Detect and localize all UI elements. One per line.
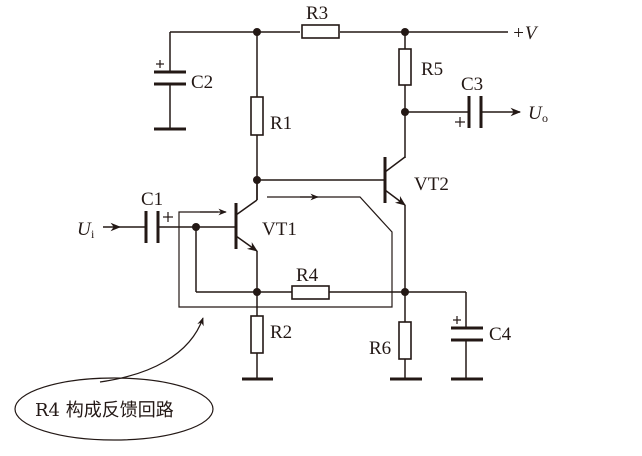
resistor-r3	[301, 24, 340, 39]
label-vt1: VT1	[262, 219, 297, 240]
resistor-r2	[242, 308, 273, 381]
label-c1: C1	[141, 189, 163, 210]
label-c4: C4	[489, 324, 512, 345]
transistor-vt2	[383, 156, 406, 292]
label-vt2: VT2	[414, 174, 449, 195]
label-r5: R5	[421, 59, 443, 80]
output-subscript: o	[542, 111, 548, 125]
capacitor-c4	[451, 292, 483, 381]
label-r4: R4	[296, 265, 319, 286]
feedback-loop-path	[178, 193, 393, 308]
label-r1: R1	[270, 113, 292, 134]
label-r2: R2	[270, 322, 292, 343]
junction	[253, 288, 261, 296]
annotation-text: R4 构成反馈回路	[35, 400, 174, 421]
annotation-pointer	[99, 317, 204, 383]
output-label: U	[528, 103, 543, 124]
resistor-r5	[398, 32, 412, 158]
label-c3: C3	[461, 74, 483, 95]
capacitor-c3	[405, 96, 522, 128]
resistor-r4	[291, 285, 466, 300]
resistor-r1	[250, 32, 264, 200]
capacitor-c2	[154, 32, 186, 131]
supply-label: +V	[512, 23, 539, 44]
label-c2: C2	[191, 72, 213, 93]
input-label: U	[77, 219, 92, 240]
label-r3: R3	[306, 3, 328, 24]
label-r6: R6	[369, 338, 391, 359]
transistor-vt1	[234, 180, 258, 308]
annotation-bubble	[14, 377, 214, 441]
resistor-r6	[390, 292, 422, 381]
input-subscript: i	[91, 227, 95, 241]
capacitor-c1	[120, 211, 236, 243]
